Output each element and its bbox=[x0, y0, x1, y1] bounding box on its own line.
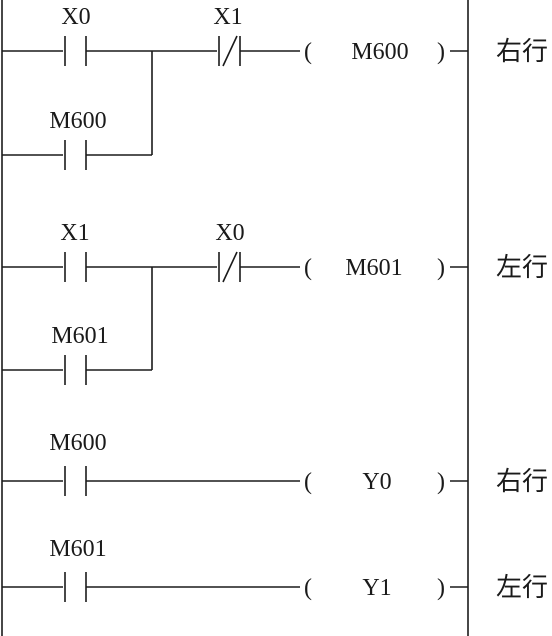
rung-4: M601 ( Y1 ) 左行 bbox=[2, 536, 548, 603]
rung-comment: 右行 bbox=[496, 467, 548, 497]
contact-m601-branch bbox=[64, 355, 87, 385]
svg-text:): ) bbox=[437, 255, 445, 281]
coil-m600: ( M600 ) bbox=[304, 39, 445, 65]
contact-m601 bbox=[64, 572, 87, 602]
svg-text:(: ( bbox=[304, 39, 312, 65]
svg-text:): ) bbox=[437, 469, 445, 495]
rung-comment: 左行 bbox=[496, 253, 548, 283]
svg-text:(: ( bbox=[304, 469, 312, 495]
coil-m601: ( M601 ) bbox=[304, 255, 445, 281]
svg-text:Y0: Y0 bbox=[362, 469, 391, 495]
contact-x1 bbox=[64, 252, 87, 282]
svg-text:): ) bbox=[437, 39, 445, 65]
contact-x0 bbox=[64, 36, 87, 66]
contact-x1-nc bbox=[218, 35, 241, 67]
svg-text:(: ( bbox=[304, 575, 312, 601]
rung-1: X0 X1 ( M600 ) 右行 M600 bbox=[2, 4, 548, 170]
contact-label: M601 bbox=[51, 323, 108, 349]
contact-label: X0 bbox=[61, 4, 90, 30]
svg-text:M600: M600 bbox=[351, 39, 408, 65]
coil-y0: ( Y0 ) bbox=[304, 469, 445, 495]
rung-comment: 右行 bbox=[496, 37, 548, 67]
svg-text:Y1: Y1 bbox=[362, 575, 391, 601]
svg-text:M601: M601 bbox=[345, 255, 402, 281]
rung-3: M600 ( Y0 ) 右行 bbox=[2, 430, 548, 497]
contact-m600 bbox=[64, 466, 87, 496]
rung-2: X1 X0 ( M601 ) 左行 M601 bbox=[2, 220, 548, 385]
contact-label: X0 bbox=[215, 220, 244, 246]
contact-label: M601 bbox=[49, 536, 106, 562]
rung-comment: 左行 bbox=[496, 573, 548, 603]
svg-text:): ) bbox=[437, 575, 445, 601]
contact-label: X1 bbox=[60, 220, 89, 246]
coil-y1: ( Y1 ) bbox=[304, 575, 445, 601]
contact-label: X1 bbox=[213, 4, 242, 30]
contact-x0-nc bbox=[218, 251, 241, 283]
contact-m600-branch bbox=[64, 140, 87, 170]
contact-label: M600 bbox=[49, 430, 106, 456]
svg-text:(: ( bbox=[304, 255, 312, 281]
contact-label: M600 bbox=[49, 108, 106, 134]
